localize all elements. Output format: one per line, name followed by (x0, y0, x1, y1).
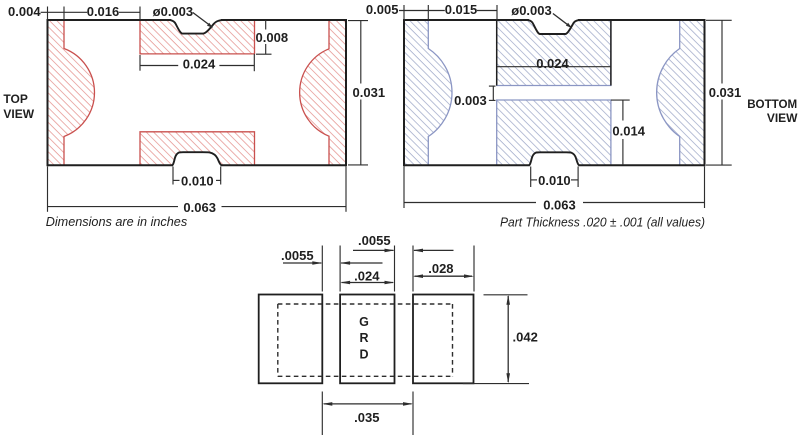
svg-text:R: R (359, 331, 368, 345)
svg-text:0.010: 0.010 (181, 173, 214, 188)
svg-text:.042: .042 (513, 330, 538, 345)
svg-text:0.004: 0.004 (8, 4, 41, 19)
svg-text:0.008: 0.008 (256, 30, 289, 45)
svg-text:TOP: TOP (3, 92, 27, 106)
svg-text:0.010: 0.010 (538, 173, 571, 188)
svg-text:.0055: .0055 (358, 233, 391, 248)
svg-text:BOTTOM: BOTTOM (747, 97, 797, 111)
svg-text:.028: .028 (428, 261, 453, 276)
svg-text:0.063: 0.063 (183, 200, 216, 215)
svg-text:.0055: .0055 (281, 248, 314, 263)
svg-text:0.024: 0.024 (183, 57, 216, 72)
svg-text:.024: .024 (354, 269, 380, 284)
svg-text:.035: .035 (354, 410, 379, 425)
svg-text:D: D (359, 348, 368, 362)
svg-text:0.016: 0.016 (87, 4, 120, 19)
svg-text:0.005: 0.005 (366, 2, 399, 17)
svg-text:0.063: 0.063 (543, 198, 576, 213)
svg-text:0.024: 0.024 (536, 56, 569, 71)
svg-text:VIEW: VIEW (3, 107, 34, 121)
svg-text:VIEW: VIEW (767, 111, 798, 125)
svg-text:0.031: 0.031 (353, 85, 386, 100)
svg-text:Part Thickness .020 ± .001 (al: Part Thickness .020 ± .001 (all values) (500, 215, 705, 230)
svg-text:0.003: 0.003 (454, 93, 487, 108)
svg-text:G: G (359, 315, 369, 329)
svg-text:0.014: 0.014 (612, 123, 645, 138)
svg-text:0.015: 0.015 (445, 2, 478, 17)
svg-text:ø0.003: ø0.003 (153, 4, 193, 19)
svg-text:0.031: 0.031 (709, 85, 742, 100)
svg-text:Dimensions are in inches: Dimensions are in inches (46, 214, 188, 229)
svg-text:ø0.003: ø0.003 (511, 3, 551, 18)
